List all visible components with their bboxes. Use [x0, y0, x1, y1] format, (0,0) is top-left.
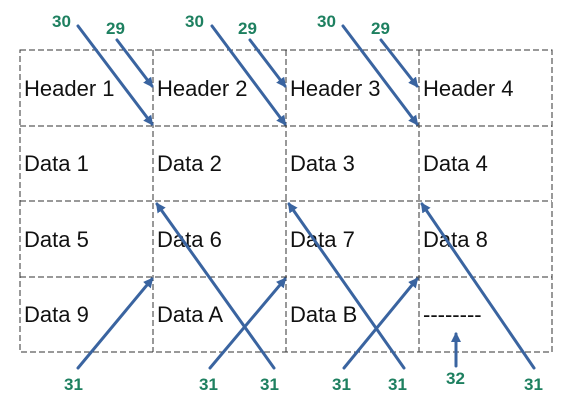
data-cell-r2-c3: Data 7	[290, 227, 355, 252]
data-cell-r1-c3: Data 3	[290, 151, 355, 176]
ref-label-30-col1: 30	[52, 12, 71, 31]
ref-label-31-a: 31	[64, 375, 83, 394]
arrow-29-col3	[248, 38, 287, 88]
data-cell-r3-c2: Data A	[157, 302, 223, 327]
header-cell-2: Header 2	[157, 76, 248, 101]
reference-arrows	[76, 24, 536, 370]
arrow-31-up-col2	[76, 277, 154, 370]
arrow-31-long-col3	[287, 202, 406, 370]
ref-label-31-d: 31	[332, 375, 351, 394]
ref-label-31-b: 31	[199, 375, 218, 394]
ref-label-29-col2: 29	[106, 19, 125, 38]
arrow-30-col1	[76, 24, 154, 126]
arrow-31-long-col2	[155, 202, 276, 370]
arrow-31-long-col4	[420, 202, 536, 370]
ref-label-30-col2: 30	[185, 12, 204, 31]
arrow-29-col4	[379, 38, 419, 88]
ref-label-31-e: 31	[388, 375, 407, 394]
header-cell-4: Header 4	[423, 76, 514, 101]
arrow-30-col2	[210, 24, 287, 126]
ref-label-31-f: 31	[524, 375, 543, 394]
ref-label-31-c: 31	[260, 375, 279, 394]
arrow-29-col2	[115, 38, 154, 88]
data-cell-r3-c3: Data B	[290, 302, 357, 327]
data-cell-r1-c2: Data 2	[157, 151, 222, 176]
table-grid	[19, 49, 553, 353]
ref-label-29-col4: 29	[371, 19, 390, 38]
arrow-31-up-col3	[208, 277, 287, 370]
arrow-30-col3	[341, 24, 419, 126]
reference-labels: 30 29 30 29 30 29 31 31 31 31 31 32 31	[52, 12, 543, 394]
data-cell-r1-c1: Data 1	[24, 151, 89, 176]
data-cell-r2-c1: Data 5	[24, 227, 89, 252]
data-cell-r3-c1: Data 9	[24, 302, 89, 327]
table-cells: Header 1 Header 2 Header 3 Header 4 Data…	[24, 76, 514, 327]
arrow-31-up-col4	[342, 277, 419, 370]
ref-label-30-col3: 30	[317, 12, 336, 31]
data-cell-r3-c4: --------	[423, 302, 482, 327]
header-cell-3: Header 3	[290, 76, 381, 101]
data-cell-r1-c4: Data 4	[423, 151, 488, 176]
data-cell-r2-c4: Data 8	[423, 227, 488, 252]
ref-label-32: 32	[446, 369, 465, 388]
ref-label-29-col3: 29	[238, 19, 257, 38]
header-cell-1: Header 1	[24, 76, 115, 101]
